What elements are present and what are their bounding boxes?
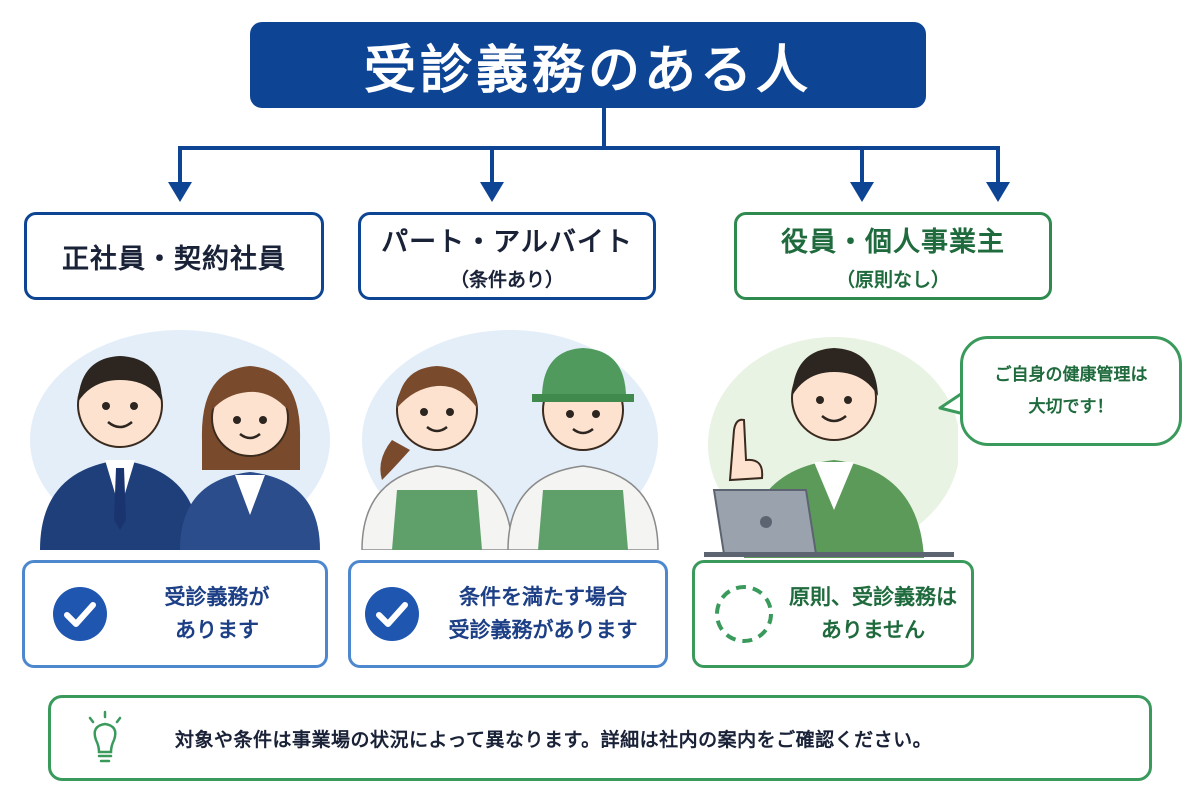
check-circle-icon: [365, 587, 419, 641]
arrow-down-icon: [168, 182, 192, 202]
speech-line: ご自身の健康管理は: [994, 364, 1148, 385]
category-sub: （条件あり）: [449, 269, 564, 291]
status-line: 受診義務が: [164, 585, 270, 610]
note-text: 対象や条件は事業場の状況によって異なります。詳細は社内の案内をご確認ください。: [175, 728, 933, 751]
status-line: あります: [175, 618, 259, 642]
dashed-circle-icon: [715, 585, 773, 643]
arrow-down-icon: [986, 182, 1010, 202]
category-label: パート・アルバイト: [381, 227, 633, 258]
title-text: 受診義務のある人: [363, 40, 812, 101]
arrow-down-icon: [480, 182, 504, 202]
illustration-parttime-staff: [361, 330, 659, 550]
info-note: 対象や条件は事業場の状況によって異なります。詳細は社内の案内をご確認ください。: [48, 695, 1152, 781]
category-label: 役員・個人事業主: [781, 227, 1005, 258]
status-line: 条件を満たす場合: [459, 585, 627, 610]
illustration-fulltime-staff: [30, 330, 330, 550]
illustration-executive: [704, 337, 958, 558]
category-executive: 役員・個人事業主 （原則なし）: [734, 212, 1052, 300]
arrow-down-icon: [850, 182, 874, 202]
page-title: 受診義務のある人: [250, 22, 926, 108]
category-label: 正社員・契約社員: [62, 243, 286, 275]
status-box-executive: 原則、受診義務は ありません: [692, 560, 974, 668]
lightbulb-icon: [88, 710, 122, 763]
category-parttime: パート・アルバイト （条件あり）: [358, 212, 656, 300]
status-line: ありません: [820, 618, 926, 642]
status-box-parttime: 条件を満たす場合 受診義務があります: [348, 560, 668, 668]
category-sub: （原則なし）: [835, 269, 950, 291]
status-box-fulltime: 受診義務が あります: [22, 560, 328, 668]
status-line: 原則、受診義務は: [789, 585, 957, 610]
check-circle-icon: [53, 587, 107, 641]
category-fulltime: 正社員・契約社員: [24, 212, 324, 300]
speech-line: 大切です！: [1028, 397, 1114, 417]
status-line: 受診義務があります: [448, 618, 638, 642]
speech-bubble: ご自身の健康管理は 大切です！: [960, 336, 1182, 446]
